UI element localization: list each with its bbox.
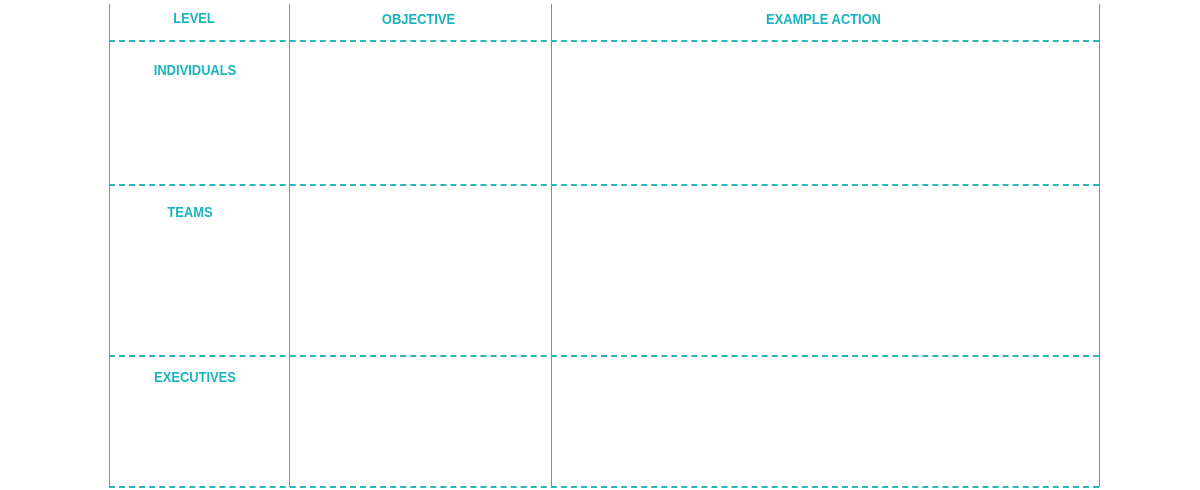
- cell-objective-teams: [291, 188, 549, 353]
- bottom-border: [109, 486, 1099, 488]
- column-divider-objective: [551, 4, 552, 487]
- cell-action-individuals: [553, 44, 1097, 182]
- row-level-teams: TEAMS: [167, 204, 213, 221]
- right-border: [1099, 4, 1100, 487]
- header-row-divider: [109, 40, 1099, 42]
- cell-action-teams: [553, 188, 1097, 353]
- column-header-example-action: EXAMPLE ACTION: [766, 11, 881, 28]
- row-level-executives: EXECUTIVES: [154, 369, 236, 386]
- column-divider-level: [289, 4, 290, 487]
- column-header-level: LEVEL: [173, 10, 215, 27]
- column-header-objective: OBJECTIVE: [381, 11, 456, 28]
- left-border: [109, 4, 110, 487]
- row-divider-teams: [109, 355, 1099, 357]
- level-objective-action-table: LEVEL OBJECTIVE EXAMPLE ACTION INDIVIDUA…: [109, 0, 1100, 488]
- row-level-individuals: INDIVIDUALS: [153, 62, 237, 79]
- cell-objective-executives: [291, 359, 549, 484]
- cell-objective-individuals: [291, 44, 549, 182]
- row-divider-individuals: [109, 184, 1099, 186]
- cell-action-executives: [553, 359, 1097, 484]
